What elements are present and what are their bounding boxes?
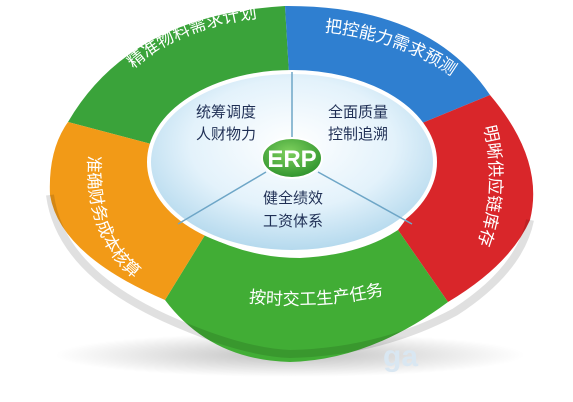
divider-right — [317, 171, 413, 225]
inner-top-left-line2: 人财物力 — [196, 125, 256, 143]
inner-bottom-line1: 健全绩效 — [263, 189, 323, 207]
inner-bottom-line2: 工资体系 — [263, 212, 323, 230]
inner-top-left-line1: 统筹调度 — [196, 103, 256, 121]
erp-badge — [261, 137, 323, 179]
watermark: ga — [383, 340, 418, 373]
inner-top-right-line2: 控制追溯 — [328, 125, 388, 143]
segment-green-bottom — [165, 230, 448, 362]
segment-green-top — [68, 6, 290, 145]
segment-blue — [285, 5, 490, 128]
segment-orange — [49, 122, 206, 300]
divider-left — [177, 171, 267, 225]
ring-edge — [46, 194, 534, 359]
erp-label: ERP — [267, 146, 316, 173]
inner-top-right-line1: 全面质量 — [328, 103, 388, 121]
